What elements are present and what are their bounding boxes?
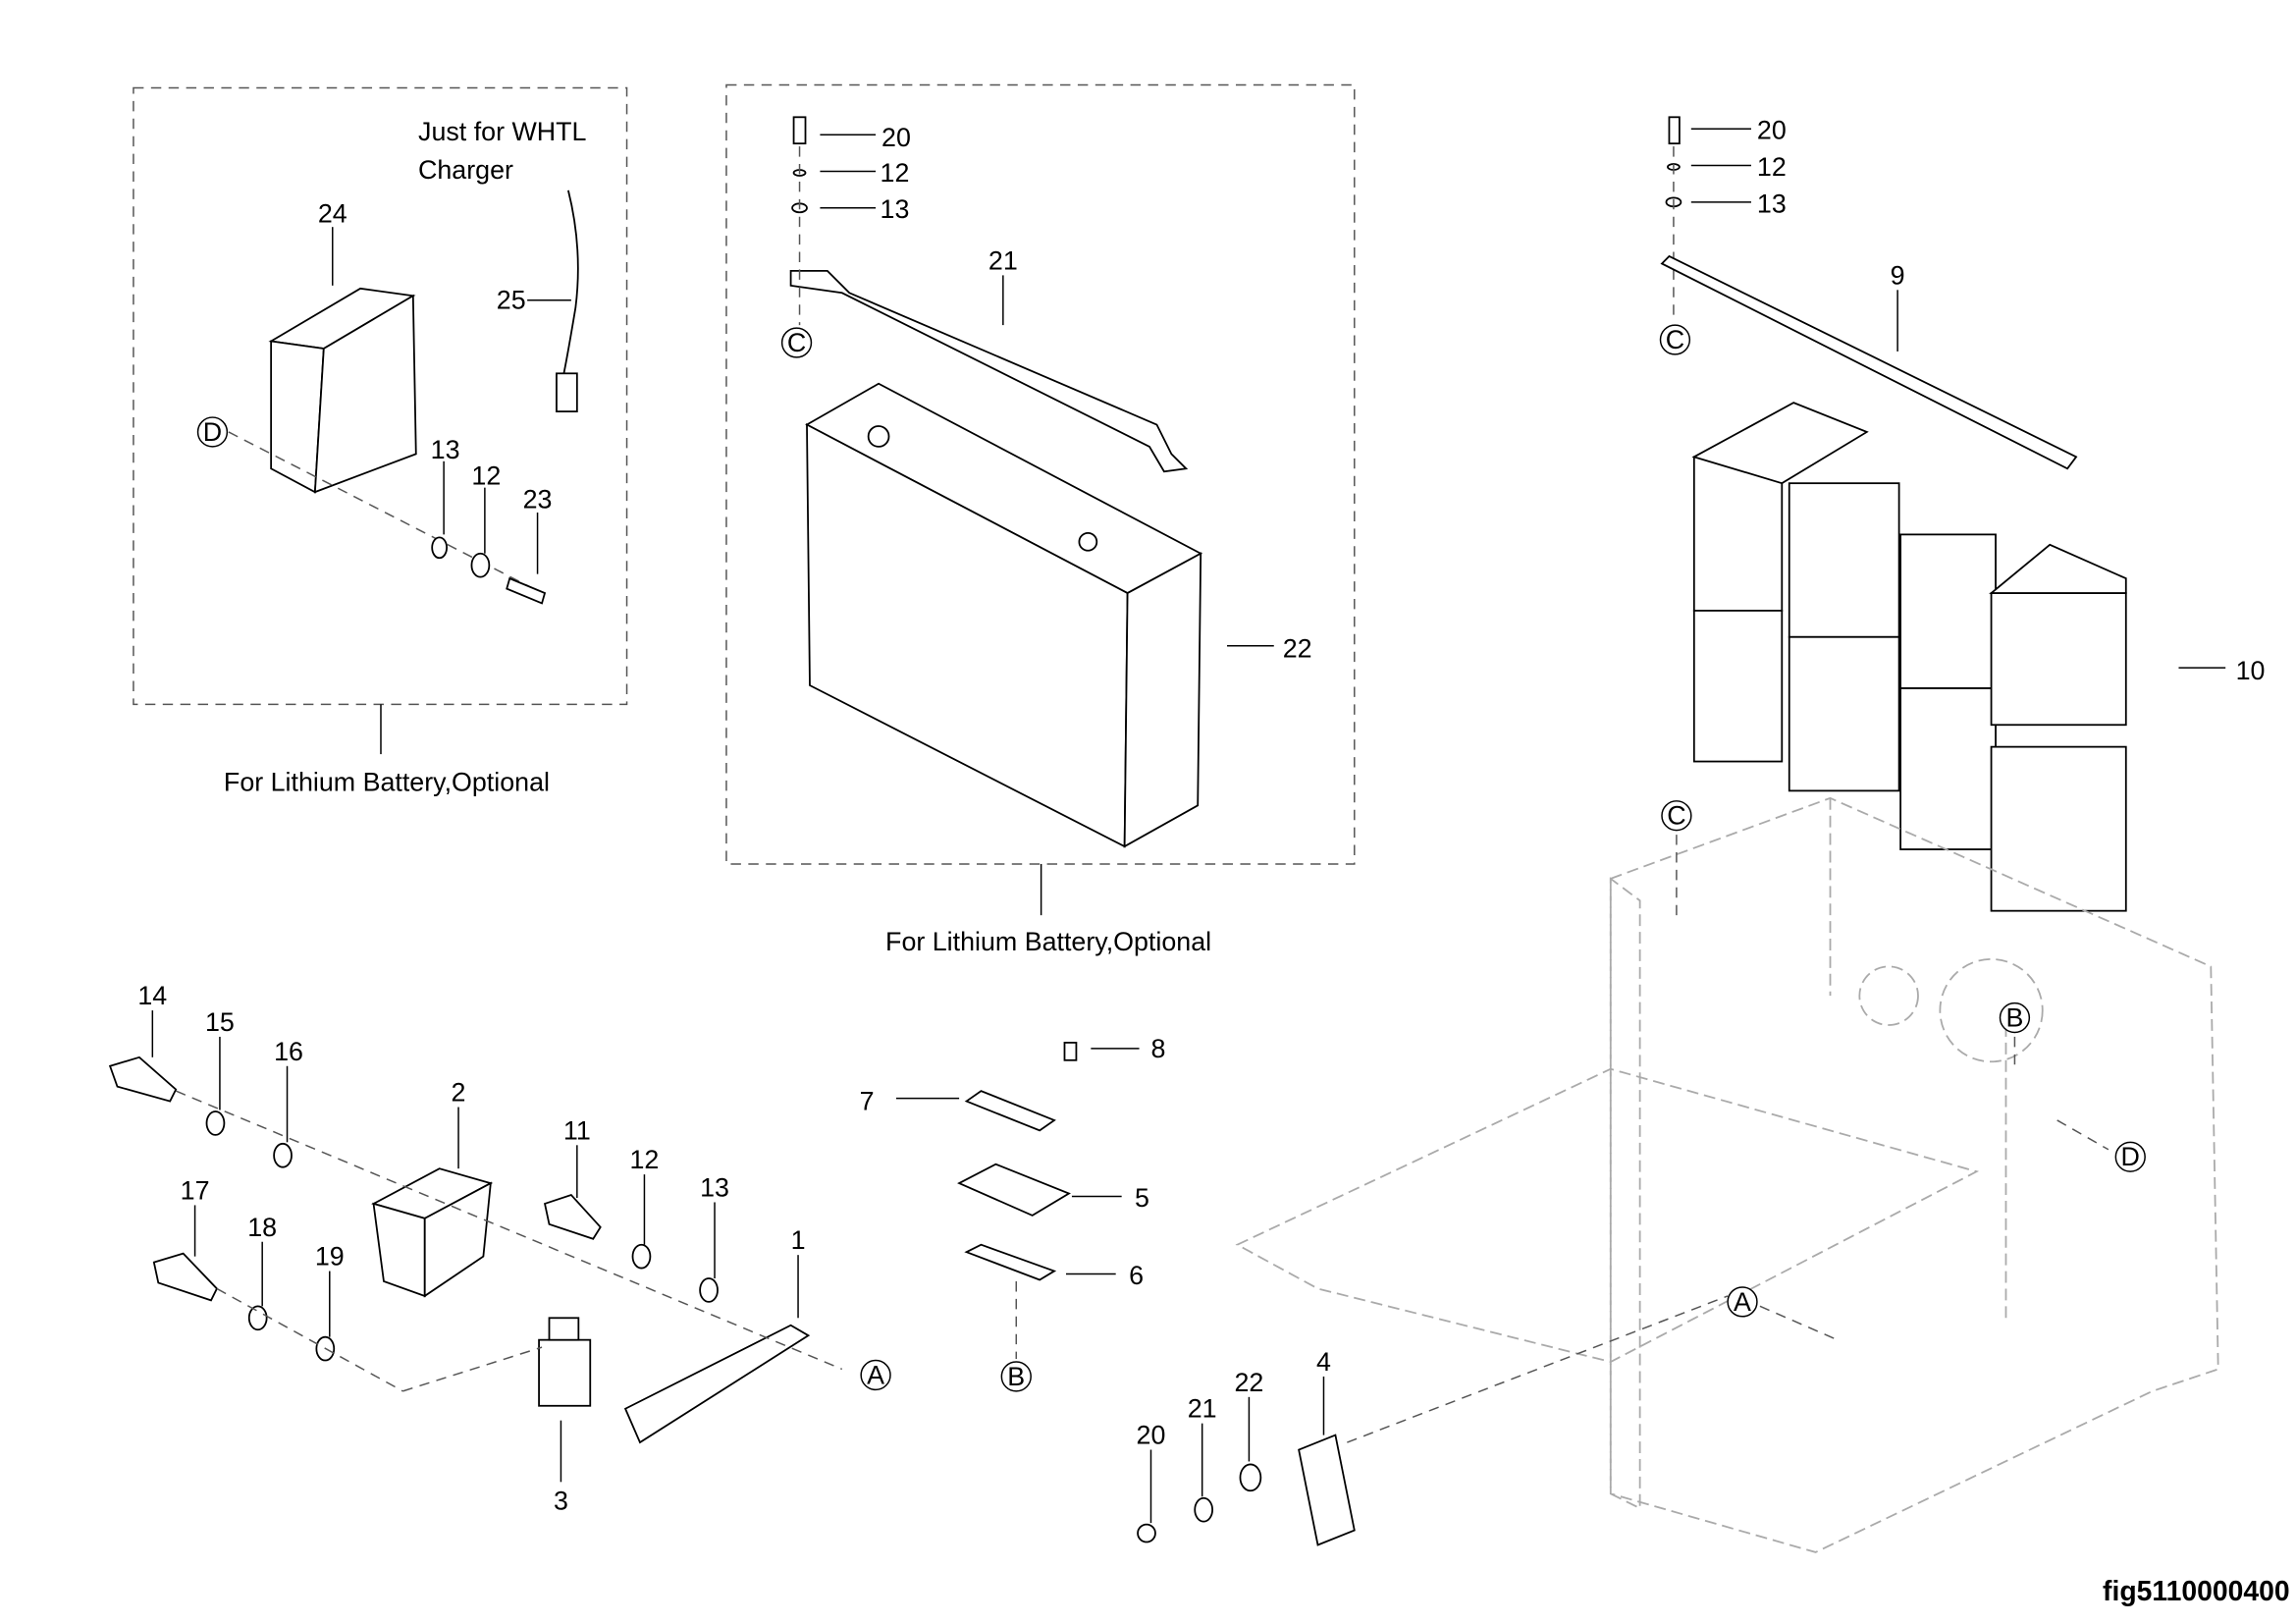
callout: 18 [247, 1213, 277, 1242]
module-4 [1298, 1434, 1356, 1546]
callout: 10 [2236, 656, 2266, 685]
charger-note-line1: Just for WHTL [418, 117, 587, 146]
bolt-14 [108, 1056, 178, 1103]
marker-c: C [787, 328, 806, 357]
hold-down-bar [1660, 254, 2078, 470]
callout: 6 [1129, 1261, 1144, 1290]
lithium-group-border [725, 83, 1356, 865]
connection-markers: D C C C B D A A B [196, 324, 2146, 1392]
callout: 3 [554, 1487, 568, 1516]
controller-box-2 [371, 1167, 494, 1298]
lead-acid-battery-pack [1660, 116, 2226, 912]
charger-unit [268, 287, 417, 494]
callout: 22 [1283, 634, 1312, 664]
callout: 13 [1757, 189, 1787, 218]
figure-id: fig5110000400 [2103, 1576, 2290, 1607]
marker-d: D [203, 417, 222, 447]
truck-frame [1235, 796, 2219, 1553]
module-assembly [1137, 1376, 1356, 1546]
callout: 12 [630, 1145, 660, 1174]
callout: 14 [137, 981, 167, 1010]
callout: 22 [1234, 1368, 1263, 1397]
plate-6 [964, 1243, 1057, 1281]
marker-c: C [1667, 801, 1685, 831]
lithium-battery-group: For Lithium Battery,Optional [725, 83, 1356, 956]
marker-b: B [2005, 1002, 2023, 1032]
callout: 9 [1891, 260, 1905, 290]
contactor-assembly [108, 1010, 843, 1483]
hold-down-bracket [789, 270, 1189, 473]
charger-plug [556, 372, 578, 412]
battery-cells [1691, 402, 2127, 912]
callout: 24 [318, 199, 347, 229]
mounting-plate-1 [623, 1324, 811, 1444]
marker-b: B [1007, 1362, 1025, 1391]
callout: 12 [1757, 152, 1787, 182]
marker-a: A [867, 1360, 884, 1389]
callout: 13 [700, 1173, 729, 1203]
fuse-assembly [895, 1042, 1140, 1360]
callout: 8 [1150, 1034, 1165, 1063]
callout: 13 [881, 194, 910, 224]
callout: 17 [181, 1175, 210, 1205]
contactor-3 [538, 1317, 592, 1407]
callout: 23 [523, 485, 553, 514]
callout: 4 [1316, 1347, 1331, 1377]
callout: 19 [315, 1242, 345, 1272]
callout: 2 [452, 1078, 466, 1108]
callout: 7 [860, 1087, 875, 1116]
callout: 12 [471, 461, 501, 491]
callout: 5 [1135, 1183, 1149, 1213]
fuse-7 [964, 1090, 1056, 1132]
callout: 20 [1757, 116, 1787, 145]
callout: 16 [274, 1037, 303, 1066]
callout: 1 [791, 1225, 806, 1255]
marker-c: C [1666, 325, 1684, 354]
callout: 21 [988, 245, 1018, 275]
callout: 25 [497, 286, 526, 315]
charger-group-caption: For Lithium Battery,Optional [224, 767, 550, 796]
callout: 13 [431, 435, 460, 464]
marker-d: D [2121, 1142, 2140, 1171]
callout-numbers: 24 25 13 12 23 20 12 13 21 22 20 12 13 9… [137, 116, 2265, 1516]
callout: 20 [1137, 1421, 1166, 1450]
charger-cable [562, 189, 579, 374]
callout: 15 [205, 1007, 235, 1037]
charger-note-line2: Charger [418, 155, 513, 185]
fuse-holder-5 [957, 1163, 1071, 1217]
callout: 11 [563, 1115, 591, 1145]
charger-group: Just for WHTL Charger For Lithium Batter… [133, 86, 628, 796]
lithium-group-caption: For Lithium Battery,Optional [885, 927, 1211, 956]
lithium-battery [805, 382, 1203, 848]
callout: 12 [881, 158, 910, 188]
callout: 20 [881, 123, 911, 152]
marker-a: A [1734, 1287, 1751, 1317]
callout: 21 [1188, 1394, 1217, 1424]
